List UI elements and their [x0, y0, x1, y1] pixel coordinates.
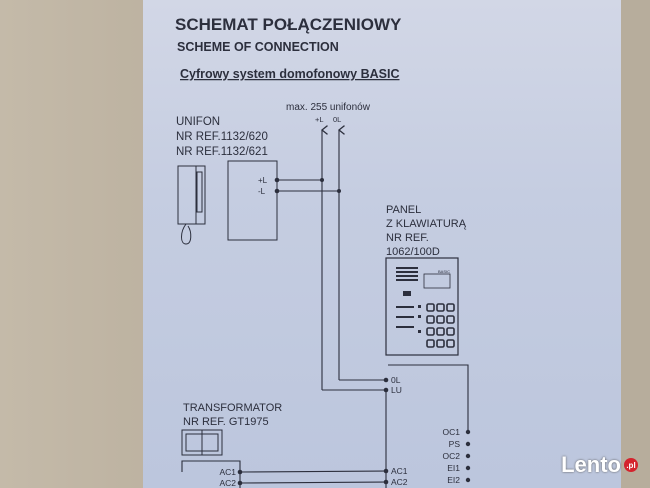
panel-line2: Z KLAWIATURĄ	[386, 218, 467, 230]
unifon-terminal-box	[227, 160, 278, 241]
panel-terminal-ei2: EI2	[447, 475, 460, 485]
panel-display-label: BASIC	[438, 269, 450, 274]
watermark-brand: Lento	[561, 452, 621, 477]
photo-background-right	[621, 0, 650, 488]
panel-terminal-ac1: AC1	[391, 466, 408, 476]
panel-terminal-ei1: EI1	[447, 463, 460, 473]
bus-label-zero: 0L	[333, 115, 341, 124]
paper-sheet	[143, 0, 621, 488]
transformer-terminal-ac2: AC2	[219, 478, 236, 488]
transformer-name: TRANSFORMATOR	[183, 402, 282, 414]
transformer-terminal-ac1: AC1	[219, 467, 236, 477]
panel-line4: 1062/100D	[386, 246, 440, 258]
unifon-ref2: NR REF.1132/621	[176, 146, 268, 158]
system-name: Cyfrowy system domofonowy BASIC	[180, 67, 399, 81]
unifon-terminal-minus: -L	[258, 187, 266, 196]
transformer-ref: NR REF. GT1975	[183, 416, 269, 428]
transformer-icon	[181, 429, 223, 456]
diagram-title: SCHEMAT POŁĄCZENIOWY	[175, 15, 402, 34]
wire-junctions	[237, 177, 471, 486]
panel-terminal-oc1: OC1	[443, 427, 461, 437]
panel-line3: NR REF.	[386, 232, 429, 244]
unifon-terminal-plus: +L	[258, 176, 268, 185]
bus-note: max. 255 unifonów	[286, 102, 371, 113]
panel-terminal-ac2: AC2	[391, 477, 408, 487]
keypad-panel-icon: BASIC	[385, 257, 459, 356]
panel-terminal-lu: LU	[391, 385, 402, 395]
unifon-name: UNIFON	[176, 116, 220, 128]
bus-label-plus: +L	[315, 115, 324, 124]
panel-terminal-oc2: OC2	[443, 451, 461, 461]
lento-watermark: Lento .pl	[561, 452, 638, 478]
panel-line1: PANEL	[386, 204, 421, 216]
wires	[181, 125, 469, 488]
panel-terminal-ps: PS	[449, 439, 461, 449]
panel-terminal-0l: 0L	[391, 375, 401, 385]
watermark-suffix: .pl	[624, 458, 638, 472]
unifon-ref1: NR REF.1132/620	[176, 131, 268, 143]
intercom-handset-icon	[177, 165, 206, 245]
diagram-subtitle: SCHEME OF CONNECTION	[177, 40, 339, 54]
